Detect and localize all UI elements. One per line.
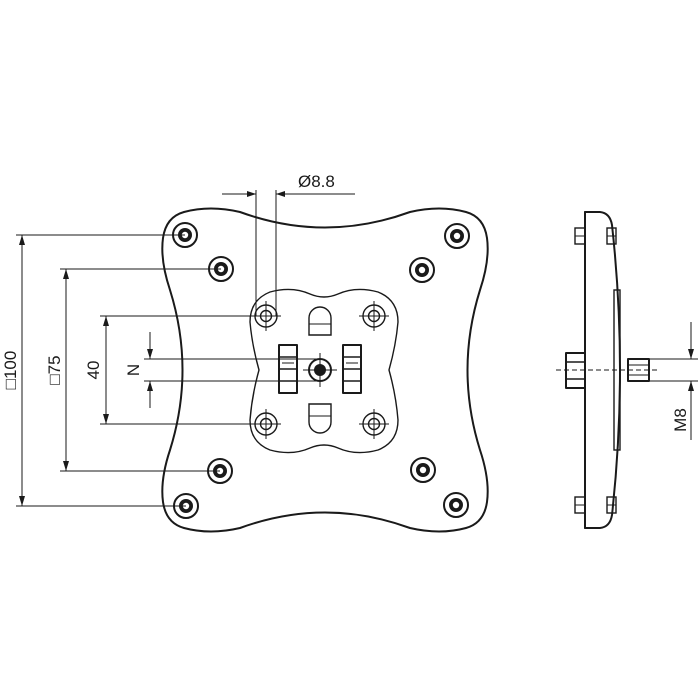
inner-plate-outline — [249, 288, 399, 454]
bolt-outer-top-right — [444, 223, 470, 249]
center-bolt — [303, 353, 337, 387]
clamp-right — [342, 344, 362, 394]
side-view: M8 — [556, 211, 698, 529]
slot-bottom — [308, 403, 332, 434]
side-center-nut — [565, 352, 586, 389]
plate-outline — [161, 207, 489, 533]
label-pattern-40: 40 — [84, 361, 103, 380]
dimension-hole-diameter: Ø8.8 — [222, 172, 355, 316]
hole-top-right — [358, 300, 390, 332]
clamp-left — [278, 344, 298, 394]
dimension-75: □75 — [45, 268, 221, 472]
label-offset-n: N — [124, 364, 143, 376]
slot-top — [308, 306, 332, 336]
bolt-inner-bottom-right — [410, 457, 436, 483]
label-pattern-100: □100 — [1, 351, 20, 390]
front-view — [161, 207, 489, 533]
bolt-outer-bottom-right — [443, 492, 469, 518]
label-bolt-thread: M8 — [671, 408, 690, 432]
label-pattern-75: □75 — [45, 355, 64, 384]
hole-bottom-right — [358, 408, 390, 440]
dimension-100: □100 — [1, 234, 186, 507]
label-hole-diameter: Ø8.8 — [298, 172, 335, 191]
dimension-m8: M8 — [649, 322, 698, 440]
bolt-inner-top-right — [409, 257, 435, 283]
dimension-n: N — [124, 332, 320, 408]
dimension-40: 40 — [84, 315, 266, 425]
